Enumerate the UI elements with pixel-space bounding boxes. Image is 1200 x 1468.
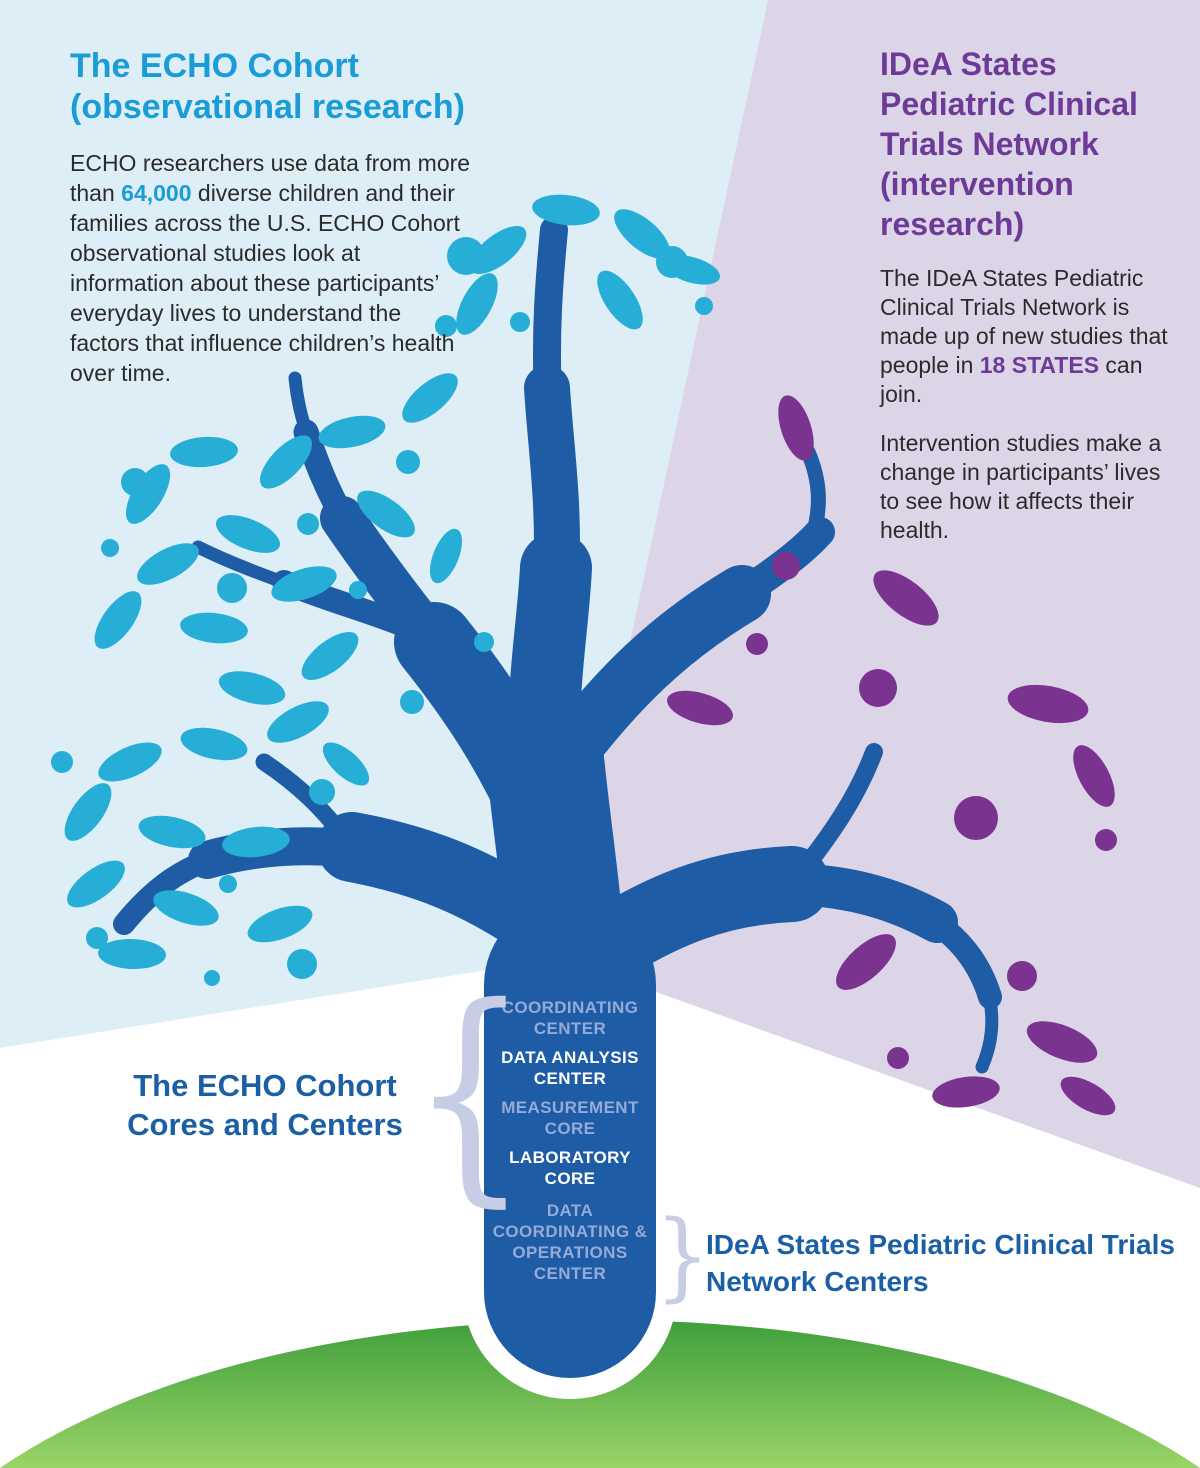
berry-icon	[219, 875, 237, 893]
leaf-icon	[456, 273, 498, 335]
berry-icon	[396, 450, 420, 474]
idea-body-text-2: can join.	[880, 352, 1143, 407]
berry-icon	[447, 237, 485, 275]
idea-states-panel: IDeA States Pediatric Clinical Trials Ne…	[880, 44, 1190, 565]
echo-cohort-body: ECHO researchers use data from more than…	[70, 148, 472, 388]
right-curly-brace: }	[655, 1200, 711, 1312]
branch	[524, 365, 580, 609]
idea-body-text-1: The IDeA States Pediatric Clinical Trial…	[880, 265, 1168, 378]
branch	[288, 371, 316, 447]
berry-icon	[309, 779, 335, 805]
trunk-label-data-coordinating-operations-center: DATA COORDINATING & OPERATIONS CENTER	[492, 1201, 648, 1283]
leaf-icon	[170, 436, 238, 468]
berry-icon	[695, 297, 713, 315]
leaf-icon	[94, 591, 142, 649]
trunk-label-laboratory-core: LABORATORY CORE	[509, 1148, 631, 1188]
leaf-icon	[271, 566, 337, 602]
branch	[975, 983, 999, 1074]
berry-icon	[51, 751, 73, 773]
leaf-icon	[357, 490, 415, 538]
berry-icon	[1007, 961, 1037, 991]
berry-icon	[297, 513, 319, 535]
berry-icon	[121, 468, 149, 496]
branch	[783, 743, 883, 893]
leaf-icon	[667, 690, 733, 726]
leaf-icon	[1026, 1021, 1098, 1063]
leaf-icon	[429, 528, 463, 584]
berry-icon	[400, 690, 424, 714]
leaf-icon	[215, 515, 281, 553]
leaf-icon	[137, 543, 199, 585]
idea-states-body-2: Intervention studies make a change in pa…	[880, 430, 1162, 543]
echo-body-text-2: diverse children and their families acro…	[70, 180, 460, 386]
berry-icon	[1095, 829, 1117, 851]
branch	[113, 846, 228, 935]
leaf-icon	[218, 671, 286, 705]
berry-icon	[656, 246, 688, 278]
leaf-icon	[98, 938, 166, 970]
berry-icon	[204, 970, 220, 986]
leaf-icon	[180, 727, 248, 761]
leaf-icon	[322, 742, 370, 786]
leaf-icon	[932, 1076, 1000, 1108]
leaf-icon	[873, 570, 939, 626]
leaf-icon	[532, 194, 600, 226]
leaf-icon	[778, 395, 814, 461]
leaf-icon	[98, 742, 162, 782]
trunk-label-coordinating-center: COORDINATING CENTER	[501, 998, 639, 1038]
leaf-icon	[222, 826, 290, 858]
berry-icon	[954, 796, 998, 840]
berry-icon	[217, 573, 247, 603]
branch	[532, 216, 568, 416]
leaf-icon	[180, 612, 248, 644]
idea-body-highlight: 18 STATES	[979, 352, 1100, 378]
leaf-icon	[247, 905, 313, 943]
leaf-icon	[402, 373, 458, 423]
leaf-icon	[64, 783, 112, 841]
berry-icon	[101, 539, 119, 557]
idea-centers-callout: IDeA States Pediatric Clinical Trials Ne…	[706, 1229, 1175, 1297]
berry-icon	[474, 632, 494, 652]
echo-body-text-1: ECHO researchers use data from more than	[70, 150, 471, 206]
berry-icon	[349, 581, 367, 599]
berry-icon	[86, 927, 108, 949]
leaf-icon	[153, 890, 219, 926]
berry-icon	[435, 315, 457, 337]
leaf-icon	[1007, 684, 1089, 724]
branch	[800, 444, 826, 546]
echo-teal-leaves	[51, 194, 721, 986]
left-curly-brace: {	[410, 957, 529, 1227]
trunk-label-measurement-core: MEASUREMENT CORE	[501, 1098, 639, 1138]
branch	[255, 753, 361, 856]
leaf-icon	[67, 860, 125, 908]
idea-states-heading: IDeA States Pediatric Clinical Trials Ne…	[880, 46, 1138, 242]
berry-icon	[772, 552, 800, 580]
leaf-icon	[1060, 1076, 1116, 1116]
leaf-icon	[1073, 745, 1115, 807]
berry-icon	[887, 1047, 909, 1069]
leaf-icon	[260, 435, 312, 489]
berry-icon	[287, 949, 317, 979]
leaf-icon	[597, 270, 643, 330]
leaf-icon	[318, 415, 386, 449]
leaf-icon	[301, 631, 359, 681]
trunk-label-data-analysis-center: DATA ANALYSIS CENTER	[501, 1048, 639, 1088]
echo-body-highlight: 64,000	[121, 180, 192, 206]
leaf-icon	[267, 701, 329, 743]
leaf-icon	[138, 815, 206, 849]
echo-cores-callout: The ECHO Cohort Cores and Centers	[127, 1068, 403, 1142]
idea-states-body-1: The IDeA States Pediatric Clinical Trial…	[880, 264, 1180, 409]
echo-cohort-heading: The ECHO Cohort (observational research)	[70, 47, 465, 126]
echo-cohort-panel: The ECHO Cohort (observational research)…	[70, 46, 540, 408]
leaf-icon	[836, 934, 896, 990]
berry-icon	[510, 312, 530, 332]
leaf-icon	[614, 209, 670, 259]
tree-trunk-and-branches	[113, 216, 1002, 1399]
leaf-icon	[125, 464, 171, 524]
idea-purple-leaves	[667, 395, 1117, 1116]
berry-icon	[746, 633, 768, 655]
berry-icon	[859, 669, 897, 707]
